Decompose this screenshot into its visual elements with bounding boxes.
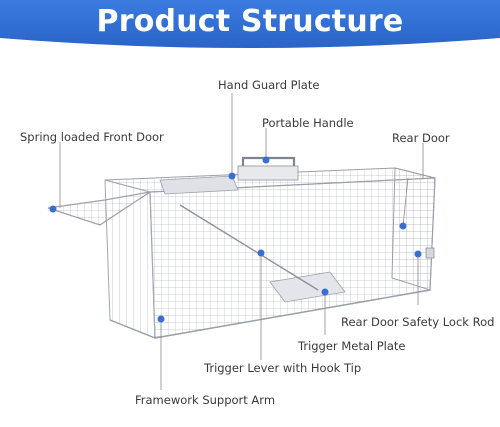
label-rear-door-lock-rod: Rear Door Safety Lock Rod bbox=[341, 315, 495, 329]
hand-guard-dot bbox=[228, 172, 236, 180]
hand-guard-plate bbox=[159, 175, 239, 195]
support-arm-dot bbox=[157, 315, 165, 323]
rear-door-dot bbox=[399, 222, 407, 230]
label-hand-guard-plate: Hand Guard Plate bbox=[218, 78, 320, 92]
label-rear-door: Rear Door bbox=[392, 131, 450, 145]
label-support-arm: Framework Support Arm bbox=[135, 393, 276, 407]
lock-rod-dot bbox=[414, 250, 422, 258]
leader-lines bbox=[59, 93, 424, 390]
cage-body bbox=[104, 167, 436, 339]
handle-dot bbox=[262, 156, 270, 164]
label-trigger-lever: Trigger Lever with Hook Tip bbox=[204, 361, 362, 375]
spring-front-door bbox=[47, 191, 151, 226]
label-portable-handle: Portable Handle bbox=[262, 116, 354, 130]
callout-dots bbox=[49, 156, 422, 323]
label-trigger-plate: Trigger Metal Plate bbox=[298, 339, 406, 353]
title-banner: Product Structure bbox=[0, 0, 500, 52]
banner-background bbox=[0, 0, 500, 48]
trigger-lever bbox=[179, 204, 319, 291]
trigger-lever-dot bbox=[257, 249, 265, 257]
label-front-door: Spring loaded Front Door bbox=[20, 130, 164, 144]
trigger-plate-dot bbox=[321, 288, 329, 296]
page-title: Product Structure bbox=[96, 4, 404, 39]
front-door-dot bbox=[49, 205, 57, 213]
